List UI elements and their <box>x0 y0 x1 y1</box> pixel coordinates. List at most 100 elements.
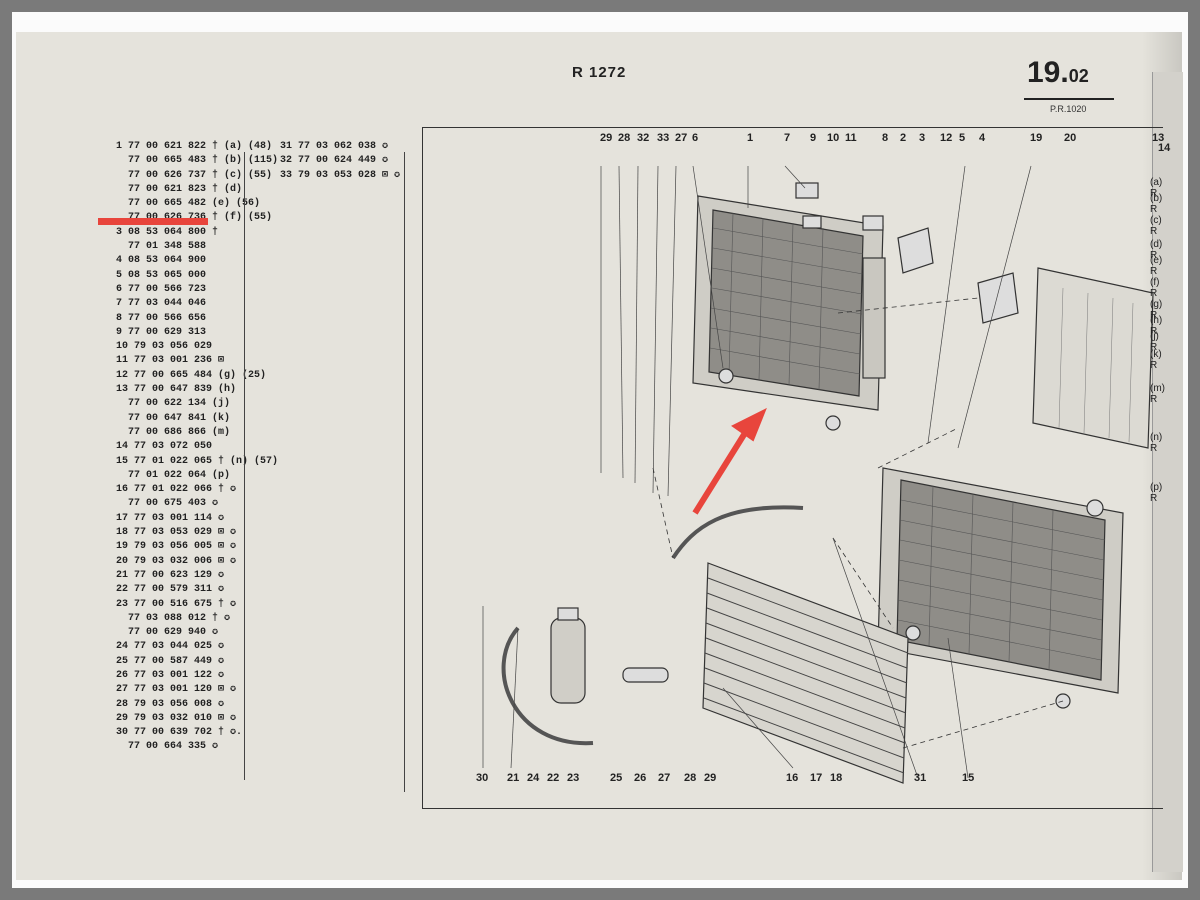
callout-number: 21 <box>507 772 520 784</box>
parts-list-left: 1 77 00 621 822 † (a) (48) 77 00 665 483… <box>116 140 278 755</box>
upper-radiator-drawing <box>692 195 886 431</box>
parts-list-row: 16 77 01 022 066 † ✪ <box>116 484 237 496</box>
parts-list-row: 77 00 622 134 (j) <box>116 398 231 410</box>
lower-radiator-drawing <box>877 467 1124 709</box>
parts-list-row: 77 00 664 335 ✪ <box>116 741 219 753</box>
parts-list-row: 23 77 00 516 675 † ✪ <box>116 598 237 610</box>
side-letter-label: (a) R <box>1150 177 1163 199</box>
side-letter-label: (f) R <box>1150 277 1160 299</box>
parts-list-row: 3 08 53 064 800 † <box>116 226 219 238</box>
receiver-drier-drawing <box>550 607 669 704</box>
parts-list-row: 13 77 00 647 839 (h) <box>116 384 237 396</box>
callout-number: 31 <box>914 772 927 784</box>
callout-number: 9 <box>810 132 817 144</box>
parts-list-row: 77 00 621 823 † (d) <box>116 183 243 195</box>
pr-reference: P.R.1020 <box>1050 104 1087 114</box>
parts-list-row: 6 77 00 566 723 <box>116 283 207 295</box>
parts-list-row: 77 00 686 866 (m) <box>116 426 231 438</box>
callout-number: 18 <box>830 772 843 784</box>
parts-list-row: 30 77 00 639 702 † ✪. <box>116 727 243 739</box>
column-divider-1 <box>244 152 245 780</box>
next-page-edge <box>1152 72 1183 872</box>
parts-list-row: 14 77 03 072 050 <box>116 441 213 453</box>
parts-list-row: 1 77 00 621 822 † (a) (48) <box>116 141 273 152</box>
parts-list-row: 8 77 00 566 656 <box>116 312 207 324</box>
fan-shroud-drawing <box>1032 267 1154 449</box>
parts-list-row: 77 00 647 841 (k) <box>116 412 231 424</box>
callout-number: 1 <box>747 132 754 144</box>
parts-list-row: 77 00 629 940 ✪ <box>116 627 219 639</box>
red-highlight-bar <box>98 218 208 225</box>
callout-number: 27 <box>658 772 671 784</box>
parts-list-row: 4 08 53 064 900 <box>116 255 207 267</box>
red-arrow <box>692 407 767 515</box>
page-number-underline <box>1024 98 1114 100</box>
side-letter-label: (n) R <box>1150 432 1163 454</box>
side-letter-label: (k) R <box>1150 349 1162 371</box>
callout-number: 32 <box>637 132 650 144</box>
callout-number: 28 <box>684 772 697 784</box>
callout-number: 2 <box>900 132 907 144</box>
callout-number: 33 <box>657 132 670 144</box>
side-letter-label: (p) R <box>1150 482 1163 504</box>
parts-list-row: 28 79 03 056 008 ✪ <box>116 698 225 710</box>
parts-list-row: 77 00 675 403 ✪ <box>116 498 219 510</box>
page-number-sub: 02 <box>1068 66 1089 86</box>
callout-number: 28 <box>618 132 631 144</box>
parts-list-row: 9 77 00 629 313 <box>116 326 207 338</box>
parts-list-row: 22 77 00 579 311 ✪ <box>116 584 225 596</box>
callout-number: 10 <box>827 132 840 144</box>
callout-number: 22 <box>547 772 560 784</box>
callout-number: 4 <box>979 132 986 144</box>
callout-number: 19 <box>1030 132 1043 144</box>
callout-number: 26 <box>634 772 647 784</box>
parts-list-middle: 31 77 03 062 038 ✪32 77 00 624 449 ✪33 7… <box>280 140 400 183</box>
side-letter-label: (e) R <box>1150 255 1163 277</box>
callout-number: 27 <box>675 132 688 144</box>
column-divider-2 <box>404 152 405 792</box>
parts-list-row: 77 01 022 064 (p) <box>116 469 231 481</box>
callout-number: 23 <box>567 772 580 784</box>
parts-list-row: 17 77 03 001 114 ✪ <box>116 512 225 524</box>
callout-number: 11 <box>845 132 857 144</box>
parts-list-row: 24 77 03 044 025 ✪ <box>116 641 225 653</box>
hoses-drawing <box>501 505 804 746</box>
side-letter-label: (c) R <box>1150 215 1162 237</box>
parts-list-row: 7 77 03 044 046 <box>116 298 207 310</box>
callout-number: 16 <box>786 772 799 784</box>
side-letter-label: (j) R <box>1150 331 1159 353</box>
callout-number: 5 <box>959 132 966 144</box>
callout-number: 25 <box>610 772 623 784</box>
parts-list-row: 15 77 01 022 065 † (n) (57) <box>116 455 279 467</box>
side-letter-label: (d) R <box>1150 239 1163 261</box>
parts-list-row: 77 03 088 012 † ✪ <box>116 612 231 624</box>
callout-number: 20 <box>1064 132 1077 144</box>
parts-list-row: 29 79 03 032 010 ⊠ ✪ <box>116 712 237 724</box>
side-letter-label: (m) R <box>1150 383 1165 405</box>
parts-list-row: 31 77 03 062 038 ✪ <box>280 141 389 152</box>
parts-list-row: 11 77 03 001 236 ⊠ <box>116 355 225 367</box>
callout-number: 12 <box>940 132 953 144</box>
callout-number: 13 <box>1152 132 1165 144</box>
callout-number: 24 <box>527 772 540 784</box>
page-number-main: 19. <box>1027 56 1069 89</box>
parts-list-row: 12 77 00 665 484 (g) (25) <box>116 369 267 381</box>
callout-number: 17 <box>810 772 823 784</box>
parts-list-row: 25 77 00 587 449 ✪ <box>116 655 225 667</box>
parts-list-row: 5 08 53 065 000 <box>116 269 207 281</box>
exploded-diagram <box>422 127 1163 809</box>
parts-list-row: 77 00 665 482 (e) (56) <box>116 198 261 210</box>
page-title: R 1272 <box>572 64 627 81</box>
parts-list-row: 20 79 03 032 006 ⊠ ✪ <box>116 555 237 567</box>
callout-number: 30 <box>476 772 489 784</box>
callout-number: 8 <box>882 132 889 144</box>
side-letter-label: (b) R <box>1150 193 1163 215</box>
side-letter-label: (g) R <box>1150 299 1163 321</box>
callout-number: 6 <box>692 132 699 144</box>
parts-list-row: 32 77 00 624 449 ✪ <box>280 155 389 167</box>
callout-number: 29 <box>600 132 613 144</box>
diagram-svg <box>482 165 1154 784</box>
page-number: 19.02 <box>1027 56 1089 90</box>
parts-list-row: 21 77 00 623 129 ✪ <box>116 569 225 581</box>
photo-frame: R 1272 19.02 P.R.1020 1 77 00 621 822 † … <box>12 12 1188 888</box>
